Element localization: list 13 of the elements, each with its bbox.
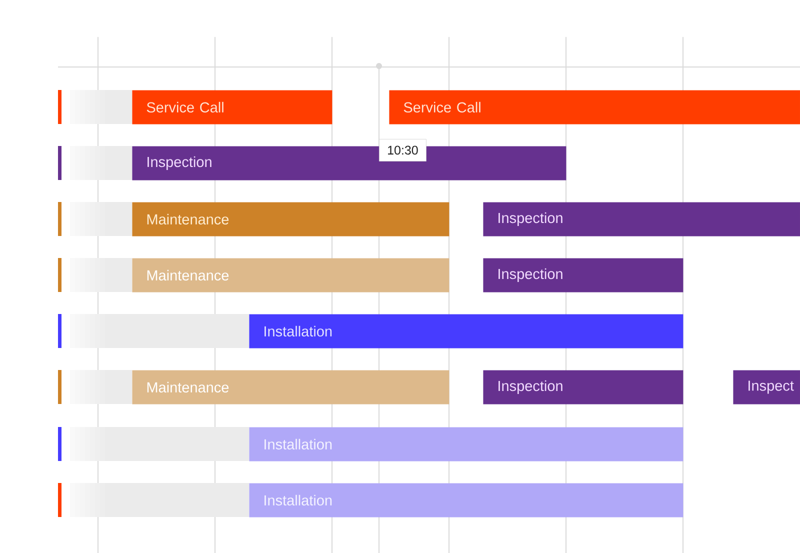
- task-bar: Maintenance: [132, 202, 450, 236]
- task-bar: Installation: [249, 314, 684, 348]
- task-bar: Maintenance: [132, 258, 450, 292]
- time-tooltip: 10:30: [379, 139, 426, 162]
- task-bar: Maintenance: [132, 370, 450, 404]
- task-bar: Inspection: [483, 202, 800, 236]
- task-bar: Installation: [249, 427, 684, 462]
- task-bar: Installation: [249, 483, 684, 518]
- task-bar: Service Call: [389, 90, 800, 124]
- task-bar: Service Call: [132, 90, 332, 124]
- task-bar: Inspect: [733, 370, 800, 404]
- task-bar: Inspection: [483, 370, 684, 404]
- task-bar: Inspection: [483, 258, 684, 292]
